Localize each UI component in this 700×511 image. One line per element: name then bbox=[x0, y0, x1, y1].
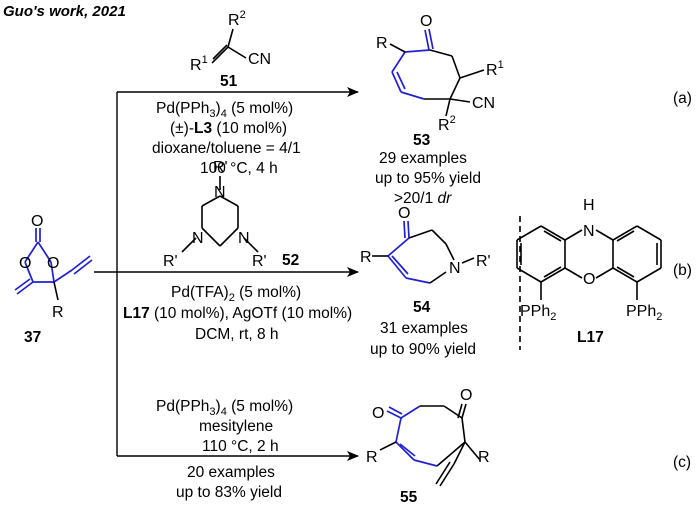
product-53-r1: R1 bbox=[486, 59, 504, 79]
product-55 bbox=[379, 403, 481, 487]
result-b-examples: 31 examples bbox=[380, 320, 468, 337]
product-55-label: 55 bbox=[400, 489, 418, 506]
reagent-52-rp-top: R' bbox=[213, 159, 228, 176]
product-55-o-left: O bbox=[372, 405, 384, 422]
result-c-examples: 20 examples bbox=[187, 464, 275, 481]
ligand-o: O bbox=[583, 271, 595, 288]
ligand-pph2-left: PPh2 bbox=[520, 303, 556, 323]
product-53-r2: R2 bbox=[438, 114, 456, 134]
product-55-r-left: R bbox=[366, 449, 378, 466]
substrate-ring-o-right: O bbox=[47, 255, 59, 272]
result-b-yield: up to 90% yield bbox=[370, 341, 476, 358]
result-c-yield: up to 83% yield bbox=[176, 484, 282, 501]
ligand-h: H bbox=[583, 197, 595, 214]
result-a-yield: up to 95% yield bbox=[375, 170, 481, 187]
product-54-r: R bbox=[360, 249, 372, 266]
product-55-o-right: O bbox=[460, 387, 472, 404]
cond-c-line1: Pd(PPh3)4 (5 mol%) bbox=[156, 398, 293, 418]
ligand-pph2-right: PPh2 bbox=[626, 303, 662, 323]
tag-a: (a) bbox=[673, 90, 692, 107]
product-53-o: O bbox=[420, 13, 432, 30]
reagent-51-label: 51 bbox=[220, 73, 238, 90]
tag-b: (b) bbox=[673, 262, 692, 279]
reagent-51-cn: CN bbox=[248, 51, 271, 68]
cond-c-line2: mesitylene bbox=[199, 418, 273, 435]
result-a-dr: >20/1 dr bbox=[394, 190, 452, 207]
result-a-examples: 29 examples bbox=[379, 150, 467, 167]
reagent-52-rp-left: R' bbox=[163, 253, 178, 270]
ligand-n: N bbox=[583, 223, 595, 240]
substrate-r: R bbox=[52, 304, 64, 321]
product-53-cn: CN bbox=[472, 95, 495, 112]
reagent-52-n-top: N bbox=[214, 184, 226, 201]
reagent-52 bbox=[181, 176, 259, 253]
reagent-52-label: 52 bbox=[282, 252, 299, 269]
product-54 bbox=[372, 220, 475, 284]
product-53-label: 53 bbox=[413, 132, 431, 149]
substrate-37 bbox=[14, 228, 93, 301]
tag-c: (c) bbox=[673, 454, 691, 471]
substrate-label: 37 bbox=[24, 329, 41, 346]
cond-b-line3: DCM, rt, 8 h bbox=[195, 326, 279, 343]
cond-a-line2: (±)-L3 (10 mol%) bbox=[170, 120, 287, 137]
product-53 bbox=[389, 28, 485, 117]
substrate-carbonyl-o: O bbox=[31, 213, 43, 230]
ligand-label: L17 bbox=[577, 329, 604, 346]
scheme-title: Guo's work, 2021 bbox=[3, 3, 126, 20]
reagent-51-r2: R2 bbox=[228, 9, 246, 29]
product-54-rp: R' bbox=[476, 253, 491, 270]
cond-b-line2: L17 (10 mol%), AgOTf (10 mol%) bbox=[123, 305, 352, 322]
product-54-label: 54 bbox=[413, 299, 431, 316]
reagent-52-n-left: N bbox=[192, 230, 204, 247]
product-53-r: R bbox=[376, 35, 388, 52]
substrate-ring-o-left: O bbox=[19, 255, 31, 272]
product-54-o: O bbox=[398, 205, 410, 222]
ligand-l17 bbox=[516, 225, 662, 300]
product-54-n: N bbox=[449, 260, 461, 277]
reagent-52-n-right: N bbox=[238, 230, 250, 247]
cond-a-line1: Pd(PPh3)4 (5 mol%) bbox=[156, 100, 293, 120]
cond-a-line4: 100 °C, 4 h bbox=[200, 160, 278, 177]
cond-c-line3: 110 °C, 2 h bbox=[202, 438, 279, 455]
reagent-51 bbox=[211, 28, 247, 64]
reagent-51-r1: R1 bbox=[190, 54, 208, 74]
product-55-r-right: R bbox=[478, 449, 490, 466]
cond-b-line1: Pd(TFA)2 (5 mol%) bbox=[171, 284, 301, 304]
reagent-52-rp-right: R' bbox=[252, 253, 267, 270]
reaction-arrows bbox=[94, 87, 359, 461]
cond-a-line3: dioxane/toluene = 4/1 bbox=[152, 140, 301, 157]
